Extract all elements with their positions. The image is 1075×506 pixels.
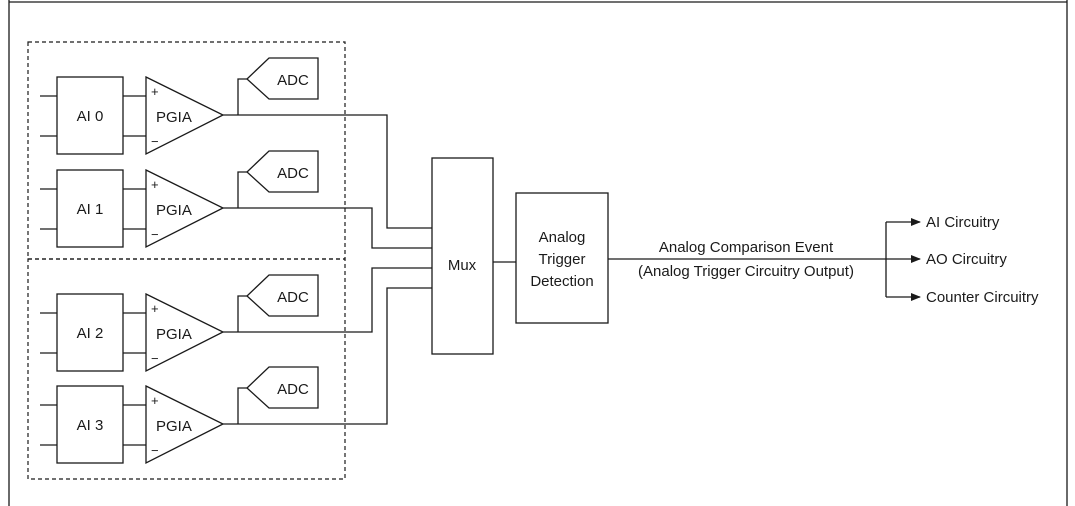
channel-to-mux-wire	[223, 267, 432, 333]
pgia-minus-sign: −	[151, 443, 159, 458]
channel-3: AI 3 + PGIA − ADC	[40, 287, 432, 465]
adc-label: ADC	[277, 72, 309, 89]
pgia-label: PGIA	[156, 109, 192, 126]
output-1: AO Circuitry	[886, 251, 1007, 268]
pgia-label: PGIA	[156, 202, 192, 219]
channel-2: AI 2 + PGIA − ADC	[40, 267, 432, 373]
channel-input-wires	[40, 404, 57, 446]
event-label-line1: Analog Comparison Event	[659, 239, 834, 256]
channel-to-mux-wire	[223, 114, 432, 229]
mux-label: Mux	[448, 257, 477, 274]
output-label: Counter Circuitry	[926, 289, 1039, 306]
channel-input-wires	[40, 312, 57, 354]
trigger-label-line2: Trigger	[539, 251, 586, 268]
ai-channel-label: AI 1	[77, 201, 104, 218]
trigger-label-line1: Analog	[539, 229, 586, 246]
ai-channel-box	[56, 385, 124, 464]
channel-to-amp-wires	[123, 404, 146, 446]
pgia-label: PGIA	[156, 418, 192, 435]
pgia-plus-sign: +	[151, 84, 159, 99]
channel-to-amp-wires	[123, 188, 146, 230]
ai-channel-label: AI 3	[77, 417, 104, 434]
pgia-minus-sign: −	[151, 227, 159, 242]
figure-frame	[8, 0, 1068, 506]
adc-block	[246, 57, 319, 100]
channel-to-mux-wire	[223, 287, 432, 425]
ai-channel-box	[56, 169, 124, 248]
ai-channel-label: AI 2	[77, 325, 104, 342]
pgia-amplifier	[145, 168, 225, 249]
pgia-amplifier	[145, 75, 225, 156]
pgia-plus-sign: +	[151, 393, 159, 408]
adc-block	[246, 274, 319, 317]
pgia-to-adc-wire	[237, 295, 247, 332]
channel-group-lower	[27, 258, 346, 480]
output-label: AI Circuitry	[926, 214, 1000, 231]
output-2: Counter Circuitry	[886, 289, 1039, 306]
pgia-to-adc-wire	[237, 387, 247, 424]
adc-block	[246, 366, 319, 409]
pgia-to-adc-wire	[237, 78, 247, 115]
adc-label: ADC	[277, 289, 309, 306]
pgia-amplifier	[145, 384, 225, 465]
pgia-minus-sign: −	[151, 134, 159, 149]
channel-to-amp-wires	[123, 312, 146, 354]
pgia-to-adc-wire	[237, 171, 247, 208]
adc-label: ADC	[277, 165, 309, 182]
channel-1: AI 1 + PGIA − ADC	[40, 150, 432, 249]
pgia-label: PGIA	[156, 326, 192, 343]
channel-0: AI 0 + PGIA − ADC	[40, 57, 432, 229]
channel-input-wires	[40, 188, 57, 230]
adc-label: ADC	[277, 381, 309, 398]
trigger-block: Analog Trigger Detection	[515, 192, 609, 324]
pgia-plus-sign: +	[151, 301, 159, 316]
pgia-minus-sign: −	[151, 351, 159, 366]
mux-block: Mux	[431, 157, 494, 355]
channel-input-wires	[40, 95, 57, 137]
ai-channel-label: AI 0	[77, 108, 104, 125]
output-0: AI Circuitry	[886, 214, 1000, 231]
trigger-label-line3: Detection	[530, 273, 593, 290]
channel-group-upper	[27, 41, 346, 260]
channel-to-amp-wires	[123, 95, 146, 137]
ai-channel-box	[56, 76, 124, 155]
channel-to-mux-wire	[223, 207, 432, 249]
event-label-line2: (Analog Trigger Circuitry Output)	[638, 263, 854, 280]
pgia-amplifier	[145, 292, 225, 373]
pgia-plus-sign: +	[151, 177, 159, 192]
ai-channel-box	[56, 293, 124, 372]
adc-block	[246, 150, 319, 193]
output-label: AO Circuitry	[926, 251, 1007, 268]
